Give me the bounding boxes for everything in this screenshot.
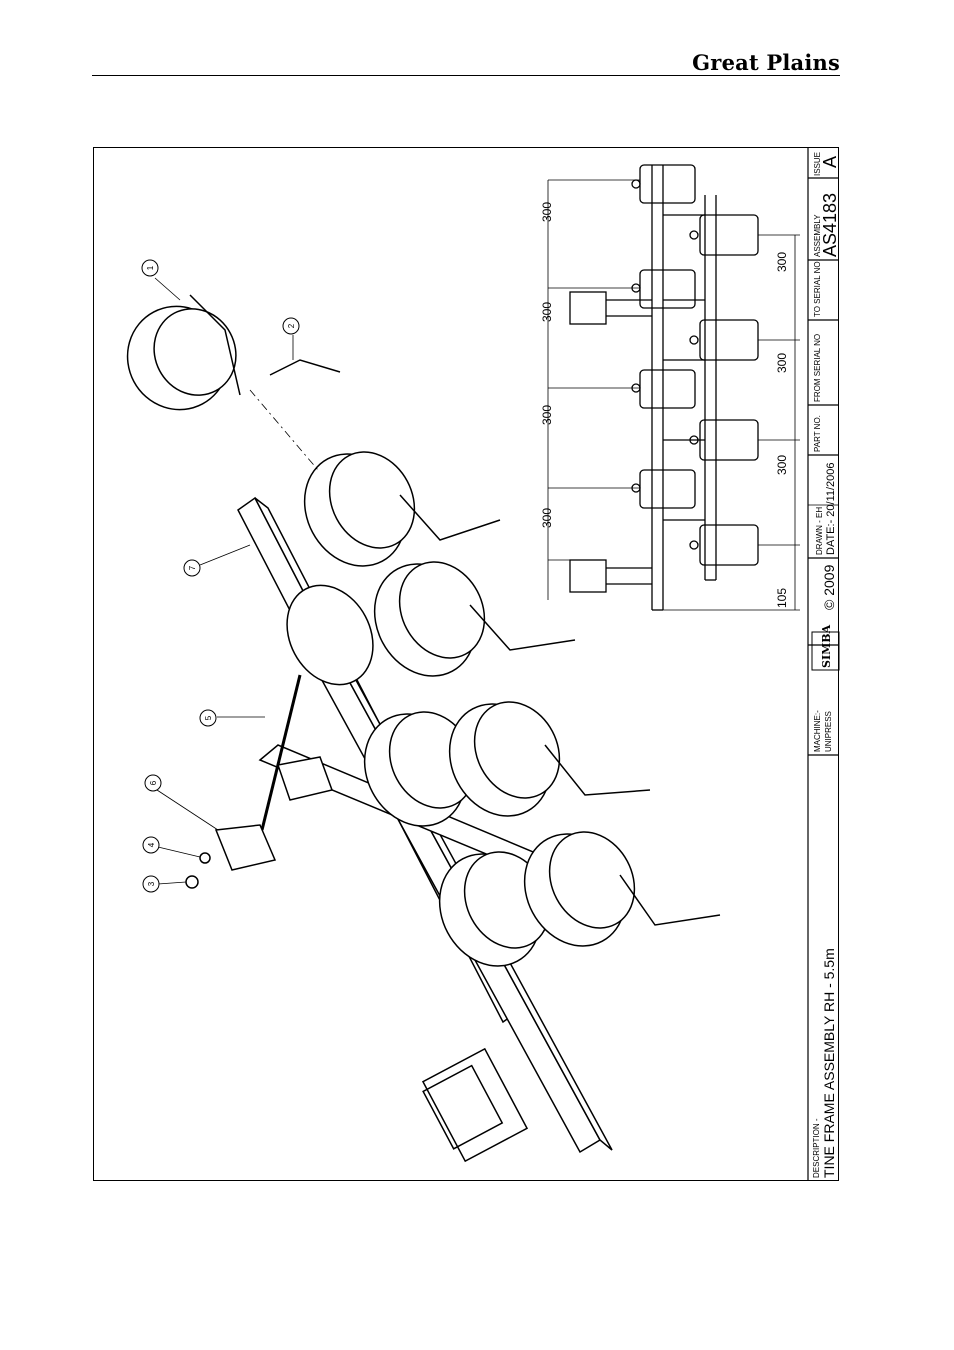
title-block-text: DESCRIPTION - TINE FRAME ASSEMBLY RH - 5… (812, 152, 840, 1178)
balloon-number: 4 (147, 842, 156, 847)
packer-wheel (363, 711, 476, 827)
dimension-lines (547, 179, 800, 611)
dimension-label: 300 (540, 202, 554, 222)
packer-wheel (303, 451, 501, 567)
date-text: DATE:- 20/11/2006 (825, 462, 837, 555)
dimension-labels: 300 300 300 300 300 300 300 105 (540, 202, 789, 608)
issue-letter: A (820, 156, 840, 168)
brand-logo-text: Great Plains (692, 50, 840, 75)
dimension-label: 300 (775, 252, 789, 272)
balloon-number: 3 (147, 881, 156, 886)
balloon: 5 (199, 709, 217, 727)
header-rule (92, 75, 840, 76)
assembly-number: AS4183 (820, 193, 840, 257)
balloon-number: 7 (188, 565, 197, 570)
packer-wheel (448, 701, 651, 817)
balloons: 1 2 3 4 5 6 7 (141, 259, 300, 893)
description-label: DESCRIPTION - (812, 1118, 821, 1178)
dimension-label: 300 (540, 302, 554, 322)
explode-line (249, 389, 319, 471)
isometric-assembly (126, 294, 721, 1163)
machine-text: UNIPRESS (824, 711, 833, 752)
balloon: 6 (144, 774, 162, 792)
machine-label: MACHINE:- (813, 710, 822, 752)
dimension-label: 300 (540, 508, 554, 528)
balloon-number: 2 (287, 323, 296, 328)
leader-lines (154, 277, 294, 885)
exploded-packer-unit (126, 294, 341, 411)
issue-label: ISSUE (813, 152, 822, 176)
from-serial-label: FROM SERIAL NO (813, 334, 822, 402)
drawn-text: DRAWN - EH (815, 507, 824, 555)
balloon-number: 1 (146, 265, 155, 270)
balloon-number: 6 (149, 780, 158, 785)
simba-logo: SIMBA (811, 624, 840, 671)
logo-text: SIMBA (820, 624, 833, 668)
title-block (807, 148, 839, 1181)
assembly-label: ASSEMBLY (813, 214, 822, 257)
packer-wheel (523, 831, 721, 947)
to-serial-label: TO SERIAL NO. (813, 259, 822, 317)
description-text: TINE FRAME ASSEMBLY RH - 5.5m (821, 948, 837, 1178)
packer-wheel (373, 561, 576, 677)
plan-view (569, 164, 759, 611)
balloon: 2 (282, 317, 300, 335)
balloon: 1 (141, 259, 159, 277)
balloon-number: 5 (204, 715, 213, 720)
dimension-label: 300 (775, 353, 789, 373)
dimension-label: 300 (775, 455, 789, 475)
packer-wheel (286, 584, 374, 686)
part-no-label: PART NO. (813, 415, 822, 452)
balloon: 3 (142, 875, 160, 893)
balloon: 7 (183, 559, 201, 577)
dimension-label: 300 (540, 405, 554, 425)
balloon: 4 (142, 836, 160, 854)
dimension-label: 105 (775, 588, 789, 608)
copyright-text: © 2009 (821, 564, 837, 610)
